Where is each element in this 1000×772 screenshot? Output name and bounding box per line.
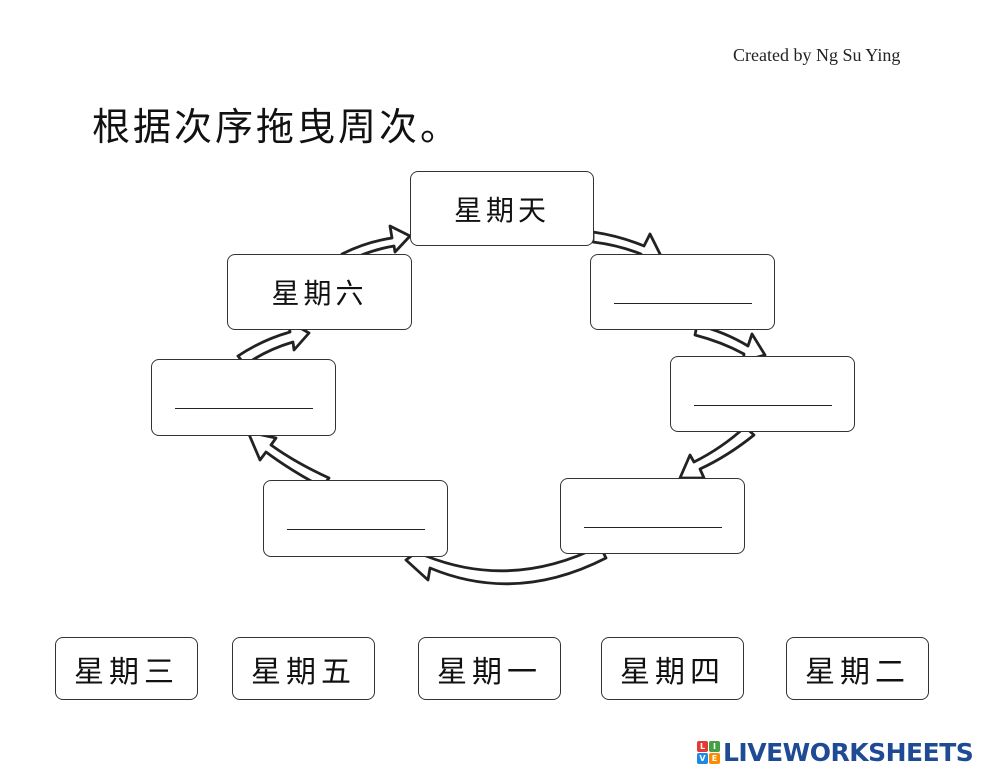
word-tile-friday[interactable]: 星期五 (232, 637, 375, 700)
logo-mark-icon: L I V E (697, 740, 720, 764)
slot-saturday: 星期六 (227, 254, 412, 330)
arrow-icon (246, 430, 331, 489)
slot-sunday: 星期天 (410, 171, 594, 246)
answer-slot-4[interactable] (263, 480, 448, 557)
word-tile-thursday[interactable]: 星期四 (601, 637, 744, 700)
word-tile-tuesday[interactable]: 星期二 (786, 637, 929, 700)
word-tile-wednesday[interactable]: 星期三 (55, 637, 198, 700)
answer-slot-1[interactable] (590, 254, 775, 330)
answer-blank (613, 302, 752, 304)
answer-blank (174, 408, 313, 409)
word-tile-monday[interactable]: 星期一 (418, 637, 561, 700)
arrow-icon (678, 425, 756, 480)
brand-name: LIVEWORKSHEETS (723, 737, 974, 767)
arrow-icon (236, 319, 311, 367)
answer-slot-2[interactable] (670, 356, 855, 432)
answer-blank (286, 529, 425, 530)
slot-label: 星期六 (271, 277, 368, 310)
arrow-icon (404, 543, 608, 586)
answer-blank (583, 526, 722, 528)
logo-letter: E (709, 752, 720, 764)
credit-text: Created by Ng Su Ying (733, 45, 901, 65)
logo-letter: L (697, 740, 708, 752)
logo-letter: V (697, 752, 708, 764)
answer-blank (693, 404, 832, 406)
slot-label: 星期天 (453, 193, 550, 227)
answer-slot-3[interactable] (560, 478, 745, 554)
liveworksheets-logo: L I V E LIVEWORKSHEETS (697, 737, 974, 767)
logo-letter: I (709, 740, 720, 752)
answer-slot-5[interactable] (151, 359, 336, 436)
instruction-heading: 根据次序拖曳周次。 (92, 105, 462, 149)
